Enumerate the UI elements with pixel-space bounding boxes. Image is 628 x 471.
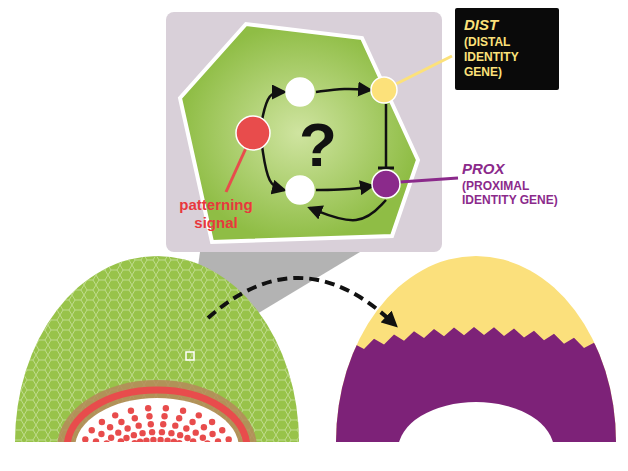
signal-label: patterning signal <box>160 196 272 232</box>
gene-circle <box>372 170 400 198</box>
gene-description: (DISTAL IDENTITY GENE) <box>464 35 550 80</box>
regulation-arrow <box>262 146 284 190</box>
leader-line <box>396 56 452 84</box>
gene-circle <box>286 176 314 204</box>
transition-arrow <box>208 278 392 322</box>
regulation-arrow <box>310 200 386 220</box>
leader-line <box>400 178 458 182</box>
gene-circle <box>371 77 397 103</box>
gene-label-box: DIST(DISTAL IDENTITY GENE) <box>455 8 559 90</box>
regulation-arrow <box>316 186 372 190</box>
regulation-arrow <box>316 89 370 92</box>
gene-circle <box>236 116 270 150</box>
inhibition-line <box>385 104 388 168</box>
regulation-arrow <box>262 92 284 120</box>
gene-name: PROX <box>462 160 572 178</box>
gene-circle <box>286 78 314 106</box>
question-mark: ? <box>299 114 337 176</box>
inhibition-bar <box>378 167 394 170</box>
leader-line <box>226 148 246 192</box>
gene-description: (PROXIMAL IDENTITY GENE) <box>462 179 562 208</box>
gene-name: DIST <box>464 16 550 35</box>
right-limb-bud <box>330 250 628 471</box>
zoom-square <box>186 352 194 360</box>
